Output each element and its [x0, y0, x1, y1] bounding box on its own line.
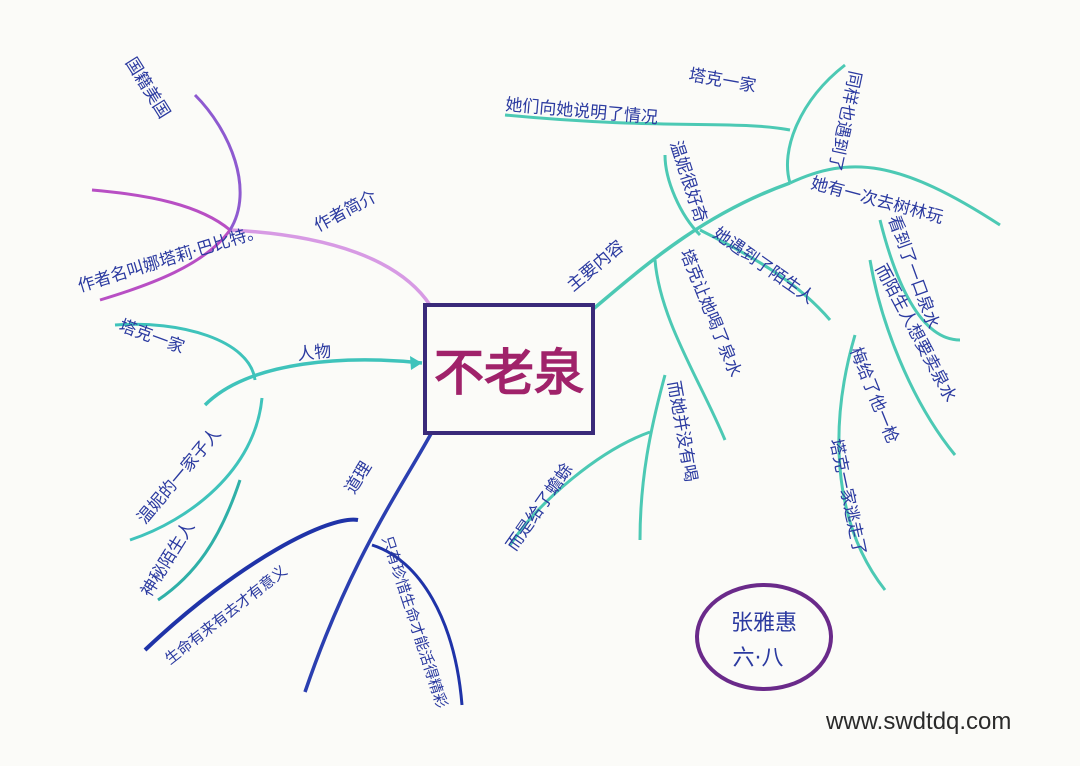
- moral-label: 道理: [341, 458, 376, 497]
- plot-line-curious: [663, 154, 702, 237]
- author-main-line: [229, 228, 432, 306]
- plot-node-tuck-family: 塔克一家: [687, 65, 757, 97]
- plot-main-line: [590, 181, 791, 312]
- plot-node-curious: 温妮很好奇: [665, 138, 710, 225]
- characters-label: 人物: [296, 342, 332, 365]
- signature-class: 六·八: [733, 646, 784, 671]
- character-tuck-family: 塔克一家: [116, 316, 187, 358]
- plot-line-drink: [653, 259, 727, 441]
- signature-name: 张雅惠: [731, 611, 797, 636]
- watermark-text: www.swdtdq.com: [826, 708, 1012, 735]
- moral-sub-line-2: [371, 543, 464, 706]
- moral-sub-line-1: [143, 517, 359, 652]
- plot-line-sell: [868, 259, 957, 456]
- author-name-text: 作者名叫娜塔莉·巴比特。: [76, 221, 266, 296]
- signature-circle: [695, 583, 833, 691]
- plot-line-tuck-family: [504, 113, 791, 132]
- central-topic: 不老泉: [423, 303, 595, 435]
- author-sub-line-1: [91, 188, 231, 232]
- character-winnie-family: 温妮的一家子人: [134, 424, 226, 528]
- characters-main-line: [203, 358, 423, 407]
- plot-line-not-drink: [638, 374, 667, 541]
- plot-node-also-met: 同样也遇到了: [824, 69, 865, 173]
- branch-author: 作者简介 作者名叫娜塔莉·巴比特。 国籍美国: [76, 54, 432, 306]
- author-sub-line-3: [193, 93, 242, 231]
- plot-node-toad: 而是给了蟾蜍: [503, 460, 578, 555]
- plot-line-stranger: [699, 228, 832, 321]
- author-nationality-text: 国籍美国: [121, 54, 174, 122]
- characters-arrow-icon: [410, 356, 422, 370]
- branch-characters: 人物 塔克一家 温妮的一家子人 神秘陌生人: [114, 316, 423, 602]
- character-stranger: 神秘陌生人: [137, 518, 199, 601]
- plot-node-escape: 塔克一家逃走了: [825, 437, 869, 558]
- moral-text-2: 只有珍惜生命才能活得精彩: [378, 534, 451, 711]
- plot-node-shot: 梅给了他一枪: [845, 344, 902, 446]
- moral-main-line: [303, 431, 434, 693]
- plot-node-told: 她们向她说明了情况: [505, 95, 659, 128]
- characters-sub-line-1: [114, 322, 257, 381]
- branch-plot: 主要内容 她们向她说明了情况 塔克一家 同样也遇到了 她有一次去树林玩 温妮很好…: [503, 63, 1001, 591]
- plot-line-shot: [508, 430, 651, 546]
- plot-line-spring: [878, 219, 961, 342]
- plot-line-tuck-told: [785, 63, 846, 184]
- central-topic-box: [423, 303, 595, 435]
- central-topic-title: 不老泉: [434, 343, 584, 402]
- plot-node-not-drink: 而她并没有喝: [663, 379, 700, 483]
- author-label: 作者简介: [311, 187, 380, 237]
- author-sub-line-2: [99, 229, 232, 302]
- plot-node-stranger: 她遇到了陌生人: [709, 224, 818, 309]
- plot-node-woods: 她有一次去树林玩: [809, 174, 946, 229]
- characters-sub-line-2: [129, 397, 264, 542]
- characters-sub-line-3: [157, 479, 242, 602]
- plot-line-woods: [789, 165, 1001, 227]
- plot-line-escape: [837, 334, 887, 591]
- signature: 张雅惠 六·八: [695, 583, 833, 691]
- moral-text-1: 生命有来有去才有意义: [161, 562, 290, 669]
